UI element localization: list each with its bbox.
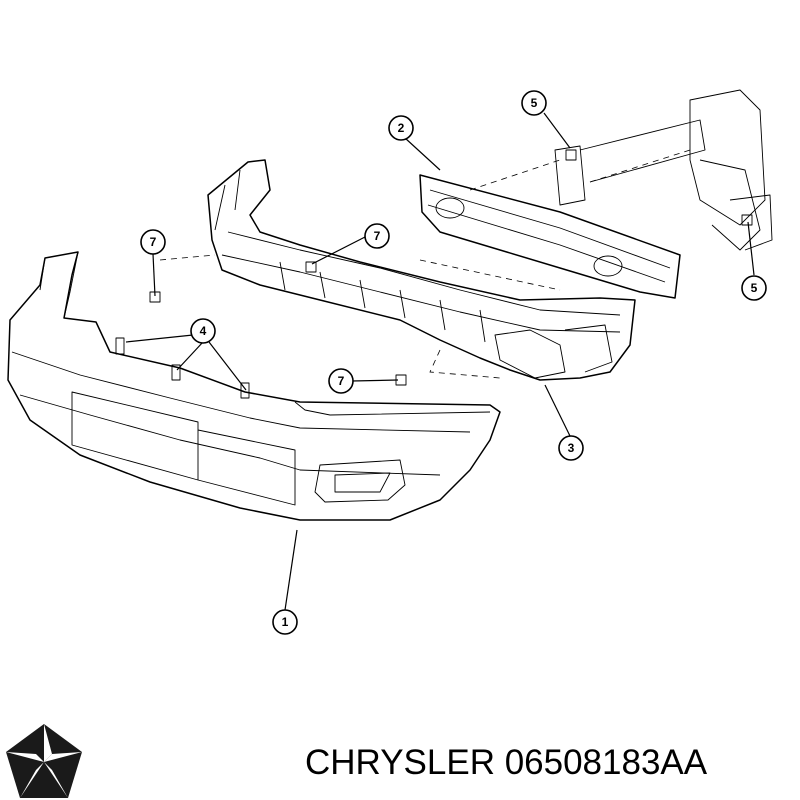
svg-text:7: 7	[150, 235, 157, 249]
energy-absorber	[159, 159, 636, 381]
svg-text:7: 7	[374, 229, 381, 243]
fasteners	[115, 149, 753, 399]
callout-2: 2	[388, 115, 414, 141]
svg-text:7: 7	[338, 374, 345, 388]
callout-3: 3	[558, 435, 584, 461]
nut-icon	[149, 291, 161, 303]
part-number-caption: CHRYSLER 06508183AA	[305, 743, 708, 782]
svg-text:5: 5	[751, 281, 758, 295]
bolt-icon	[240, 382, 250, 399]
bolt-icon	[171, 364, 181, 381]
callout-7-left: 7	[140, 229, 166, 255]
svg-text:2: 2	[398, 121, 405, 135]
nut-icon	[395, 374, 407, 386]
callout-4: 4	[190, 318, 216, 344]
svg-text:5: 5	[531, 96, 538, 110]
pentastar-icon	[6, 724, 82, 798]
bolt-icon	[115, 337, 125, 355]
stud-icon	[565, 149, 577, 161]
stud-icon	[741, 214, 753, 226]
callout-1: 1	[272, 609, 298, 635]
callout-5-lower: 5	[741, 275, 767, 301]
callout-7-top: 7	[364, 223, 390, 249]
leader-lines	[125, 112, 755, 611]
nut-icon	[305, 261, 317, 273]
svg-text:3: 3	[568, 441, 575, 455]
callout-7-middle: 7	[328, 368, 354, 394]
svg-text:1: 1	[282, 615, 289, 629]
bumper-fascia	[7, 251, 501, 521]
reinforcement-beam	[419, 89, 773, 299]
svg-text:4: 4	[200, 324, 207, 338]
callout-5-upper: 5	[521, 90, 547, 116]
